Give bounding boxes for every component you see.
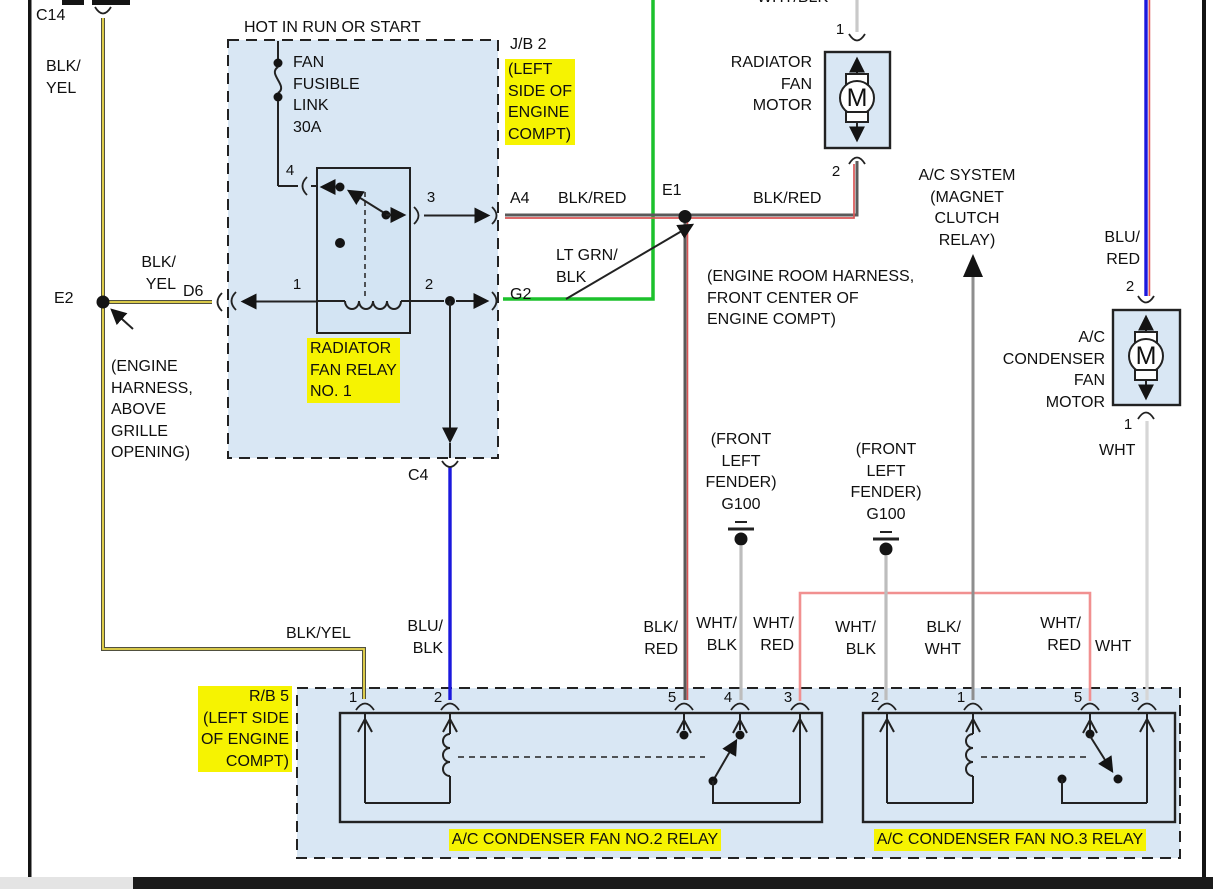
relay3-pin-3: 3 — [1130, 689, 1140, 706]
jb2-location: (LEFT SIDE OF ENGINE COMPT) — [505, 59, 576, 145]
relay1-internals — [230, 41, 498, 458]
e2-note: (ENGINE HARNESS, ABOVE GRILLE OPENING) — [111, 358, 193, 461]
relay2-pin-2: 2 — [433, 689, 443, 706]
connector-d6-label: D6 — [183, 283, 204, 300]
wire-label-wht-bottom: WHT — [1095, 638, 1132, 655]
relay2-pin-1: 1 — [348, 689, 358, 706]
motor1-internals — [839, 56, 875, 143]
connector-c4-label: C4 — [408, 467, 429, 484]
fusible-link-label: FAN FUSIBLE LINK 30A — [293, 54, 360, 136]
wire-label-blk-yel-bottom: BLK/YEL — [286, 625, 351, 642]
wire-label-blu-red: BLU/ RED — [1104, 229, 1140, 268]
wire-blk-red-a4 — [505, 161, 859, 219]
relay2-pin-3: 3 — [783, 689, 793, 706]
relay3-pin-1: 1 — [956, 689, 966, 706]
wire-label-blk-red-left: BLK/RED — [558, 190, 627, 207]
jb2-name: J/B 2 — [510, 36, 547, 53]
connector-symbols — [94, 6, 1157, 711]
relay1-pin1: 1 — [292, 276, 302, 293]
wire-label-blk-yel-top: BLK/ YEL — [46, 58, 81, 97]
ac-condenser-fan-motor-label: A/C CONDENSER FAN MOTOR — [1002, 329, 1105, 411]
motor2-m-symbol: M — [1135, 342, 1157, 370]
wire-label-blk-yel-mid: BLK/ YEL — [141, 254, 176, 293]
relay1-pin3: 3 — [426, 189, 436, 206]
motor2-internals — [1128, 314, 1164, 401]
motor2-pin1: 1 — [1123, 416, 1133, 433]
wire-label-wht-red-1: WHT/ RED — [753, 615, 794, 654]
wire-wht-red-bracket — [798, 591, 1092, 701]
relay3-pin-5: 5 — [1073, 689, 1083, 706]
ground1-label: (FRONT LEFT FENDER) G100 — [705, 431, 777, 513]
junction-e1-label: E1 — [662, 182, 682, 199]
wire-label-wht-blk-2: WHT/ BLK — [835, 619, 876, 658]
connector-c14-label: C14 — [36, 7, 66, 24]
motor1-pin2: 2 — [831, 163, 841, 180]
wire-blk-wht-ac-system — [963, 254, 983, 700]
junction-dots — [96, 210, 692, 309]
relay2-pin-4: 4 — [723, 689, 733, 706]
ground2-label: (FRONT LEFT FENDER) G100 — [850, 441, 922, 523]
connector-a4-label: A4 — [510, 190, 530, 207]
e1-note: (ENGINE ROOM HARNESS, FRONT CENTER OF EN… — [707, 268, 915, 328]
motor1-m-symbol: M — [846, 84, 868, 112]
relay3-title: A/C CONDENSER FAN NO.3 RELAY — [845, 829, 1175, 851]
ground2-symbol — [873, 531, 899, 700]
wire-lt-grn-blk — [503, 0, 655, 301]
relay2-pin-5: 5 — [667, 689, 677, 706]
motor1-pin1: 1 — [835, 21, 845, 38]
wire-label-blk-wht: BLK/ WHT — [924, 619, 961, 658]
wire-blu-red — [1144, 0, 1151, 296]
relay2-title: A/C CONDENSER FAN NO.2 RELAY — [420, 829, 750, 851]
rb5-name-location: R/B 5 (LEFT SIDE OF ENGINE COMPT) — [197, 686, 292, 772]
relay1-pin4: 4 — [285, 162, 295, 179]
relay3-internals — [879, 713, 1155, 804]
wire-label-blu-blk: BLU/ BLK — [407, 618, 443, 657]
motor2-pin2: 2 — [1125, 278, 1135, 295]
relay1-pin2: 2 — [424, 276, 434, 293]
note-arrows — [110, 223, 695, 330]
wire-blk-red-e1-down — [683, 218, 689, 700]
wire-label-wht-right: WHT — [1099, 442, 1136, 459]
relay3-pin-2: 2 — [870, 689, 880, 706]
wire-label-lt-grn-blk: LT GRN/ BLK — [556, 247, 618, 286]
junction-e2-label: E2 — [54, 290, 74, 307]
relay2-internals — [357, 713, 808, 804]
hot-in-run-header: HOT IN RUN OR START — [244, 19, 421, 36]
ac-condenser-relay2-box — [338, 711, 824, 824]
wire-label-wht-blk-1: WHT/ BLK — [696, 615, 737, 654]
connector-g2-label: G2 — [510, 286, 532, 303]
relay1-name: RADIATOR FAN RELAY NO. 1 — [307, 338, 400, 403]
ac-condenser-relay3-box — [861, 711, 1177, 824]
radiator-fan-motor-label: RADIATOR FAN MOTOR — [730, 54, 812, 114]
ac-system-label: A/C SYSTEM (MAGNET CLUTCH RELAY) — [918, 167, 1016, 249]
wire-label-blk-red-bottom: BLK/ RED — [643, 619, 678, 658]
wire-label-wht-blk-cut: WHT/BLK — [757, 0, 843, 9]
ground1-symbol — [728, 521, 754, 700]
wire-blk-yel-main — [101, 18, 366, 699]
wire-label-blk-red-right: BLK/RED — [753, 190, 822, 207]
wire-label-wht-red-2: WHT/ RED — [1040, 615, 1081, 654]
